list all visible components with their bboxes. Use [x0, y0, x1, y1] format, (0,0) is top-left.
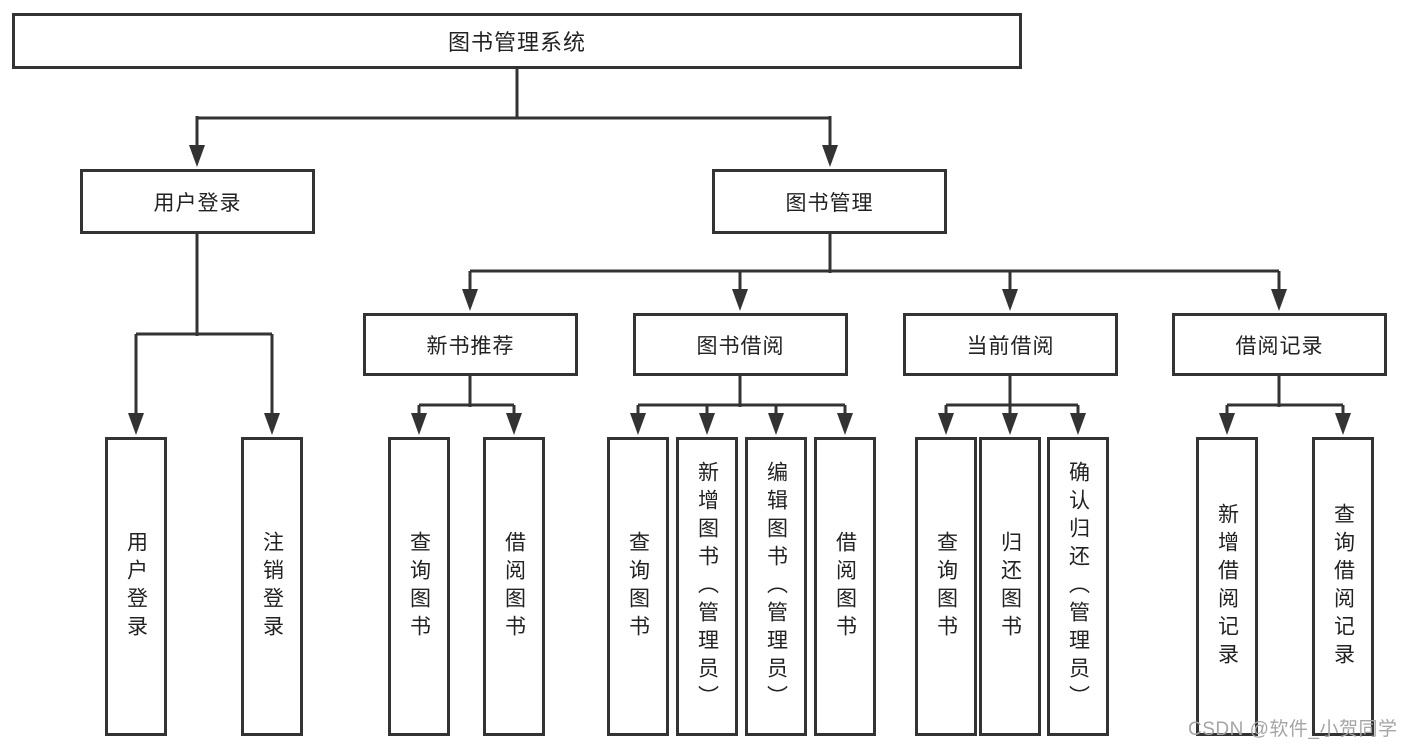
leaf-recommend-query-books: 查询图书 — [388, 437, 450, 736]
node-book-borrowing: 图书借阅 — [633, 313, 848, 376]
leaf-borrowing-query-books: 查询图书 — [607, 437, 669, 736]
node-library-management-system: 图书管理系统 — [12, 13, 1022, 69]
leaf-recommend-borrow-books: 借阅图书 — [483, 437, 545, 736]
leaf-add-books-admin: 新增图书（管理员） — [676, 437, 738, 736]
arrowheads — [128, 145, 1351, 435]
leaf-current-query-books: 查询图书 — [915, 437, 977, 736]
leaf-add-borrow-record: 新增借阅记录 — [1196, 437, 1258, 736]
node-new-book-recommendation: 新书推荐 — [363, 313, 578, 376]
leaf-confirm-return-admin: 确认归还（管理员） — [1047, 437, 1109, 736]
leaf-return-books: 归还图书 — [979, 437, 1041, 736]
leaf-borrowing-borrow-books: 借阅图书 — [814, 437, 876, 736]
node-user-login: 用户登录 — [80, 169, 315, 234]
leaf-query-borrow-record: 查询借阅记录 — [1312, 437, 1374, 736]
node-book-management: 图书管理 — [712, 169, 947, 234]
leaf-logout: 注销登录 — [241, 437, 303, 736]
csdn-watermark: CSDN @软件_小贺同学 — [1188, 719, 1398, 740]
leaf-user-login: 用户登录 — [105, 437, 167, 736]
leaf-edit-books-admin: 编辑图书（管理员） — [745, 437, 807, 736]
node-current-borrowing: 当前借阅 — [903, 313, 1118, 376]
node-borrowing-records: 借阅记录 — [1172, 313, 1387, 376]
